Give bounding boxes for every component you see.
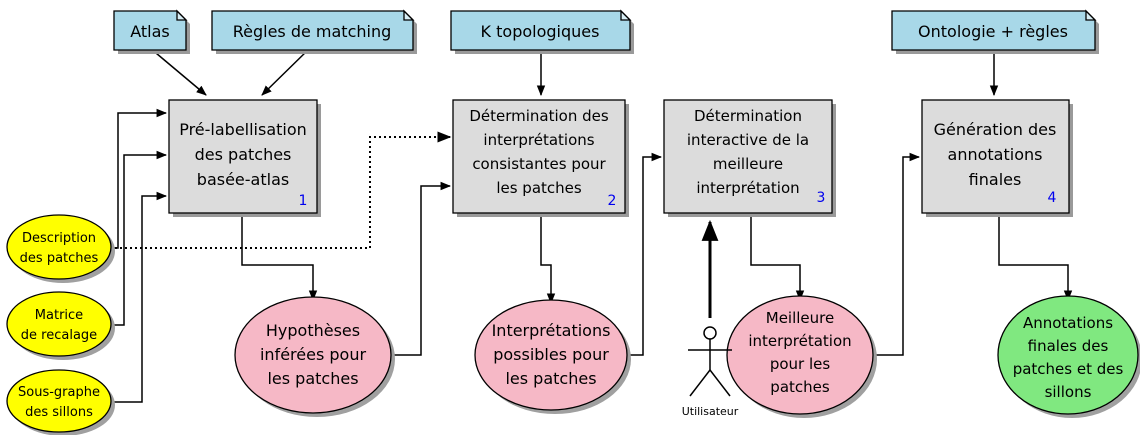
output-interp-line-1: Interprétations (492, 321, 611, 340)
output-final-line-1: Annotations (1023, 314, 1113, 332)
user-stick-figure-icon (688, 326, 732, 397)
output-possible-interpretations: Interprétations possibles pour les patch… (474, 299, 631, 414)
output-best-line-1: Meilleure (766, 309, 834, 327)
edge-desc-to-p2-dotted (110, 131, 452, 249)
output-interp-line-2: possibles pour (493, 345, 609, 364)
edge-rules-to-p1 (261, 47, 311, 96)
input-desc-line-2: des patches (20, 251, 99, 266)
process-4-final-annotations: Génération des annotations finales 4 (921, 99, 1073, 217)
process-4-number: 4 (1048, 190, 1057, 206)
doc-atlas-label: Atlas (130, 22, 170, 41)
input-subgraph-line-2: des sillons (25, 405, 93, 420)
user-label: Utilisateur (682, 405, 739, 418)
process-1-line-2: des patches (195, 145, 292, 164)
doc-matching-rules: Règles de matching (211, 9, 417, 54)
doc-ontology-rules-label: Ontologie + règles (918, 22, 1068, 41)
process-3-number: 3 (817, 190, 826, 206)
process-3-line-1: Détermination (694, 107, 802, 125)
output-best-line-4: patches (770, 378, 830, 396)
edge-hyp-to-p2 (392, 181, 452, 356)
process-3-interactive-best: Détermination interactive de la meilleur… (663, 99, 836, 217)
process-2-number: 2 (608, 193, 617, 209)
doc-k-topological: K topologiques (450, 9, 634, 54)
process-1-number: 1 (299, 193, 308, 209)
input-matrix-line-1: Matrice (35, 308, 83, 323)
output-final-line-3: patches et des (1013, 360, 1124, 378)
doc-ontology-rules: Ontologie + règles (891, 9, 1099, 54)
input-desc-line-1: Description (22, 231, 96, 246)
doc-atlas: Atlas (113, 9, 190, 54)
process-2-line-1: Détermination des (469, 107, 609, 125)
input-matrix-line-2: de recalage (21, 328, 97, 343)
process-4-line-3: finales (969, 170, 1022, 189)
output-hyp-line-1: Hypothèses (266, 321, 360, 340)
output-best-interpretation: Meilleure interprétation pour les patche… (726, 295, 877, 418)
process-3-line-2: interactive de la (687, 131, 809, 149)
process-2-line-3: consistantes pour (472, 155, 606, 173)
input-sulci-subgraph: Sous-graphe des sillons (6, 369, 115, 435)
process-2-line-4: les patches (496, 179, 582, 197)
output-best-line-2: interprétation (748, 332, 851, 350)
doc-matching-rules-label: Règles de matching (233, 22, 392, 41)
edge-atlas-to-p1 (149, 47, 207, 96)
user-actor: Utilisateur (682, 326, 739, 418)
output-final-line-4: sillons (1045, 383, 1092, 401)
process-2-consistent-interpretations: Détermination des interprétations consis… (452, 99, 629, 217)
edge-p2-to-interp (540, 212, 556, 305)
edge-matrix-to-p1 (110, 150, 168, 326)
process-1-line-1: Pré-labellisation (179, 120, 307, 139)
output-best-line-3: pour les (770, 355, 831, 373)
process-3-line-4: interprétation (696, 179, 799, 197)
output-final-line-2: finales des (1028, 337, 1109, 355)
process-1-line-3: basée-atlas (197, 170, 289, 189)
process-4-line-2: annotations (948, 145, 1043, 164)
doc-k-topological-label: K topologiques (481, 22, 600, 41)
connectors (110, 47, 1073, 403)
process-4-line-1: Génération des (934, 120, 1057, 139)
output-inferred-hypotheses: Hypothèses inférées pour les patches (234, 296, 395, 417)
input-subgraph-line-1: Sous-graphe (18, 385, 100, 400)
input-patch-description: Description des patches (6, 214, 115, 283)
edge-best-to-p4 (875, 152, 921, 356)
output-hyp-line-2: inférées pour (260, 345, 366, 364)
process-1-prelabelling: Pré-labellisation des patches basée-atla… (168, 99, 321, 217)
edge-interp-to-p3 (628, 152, 663, 356)
edge-subgraph-to-p1 (110, 191, 168, 403)
output-hyp-line-3: les patches (267, 369, 358, 388)
edge-p3-to-best (750, 212, 805, 302)
process-3-line-3: meilleure (713, 155, 783, 173)
edge-desc-to-p1 (110, 108, 168, 249)
process-2-line-2: interprétations (483, 131, 594, 149)
output-final-annotations: Annotations finales des patches et des s… (997, 295, 1140, 418)
edge-p1-to-hyp (241, 212, 318, 302)
output-interp-line-3: les patches (505, 369, 596, 388)
input-registration-matrix: Matrice de recalage (6, 291, 115, 360)
edge-p4-to-final (998, 212, 1073, 302)
